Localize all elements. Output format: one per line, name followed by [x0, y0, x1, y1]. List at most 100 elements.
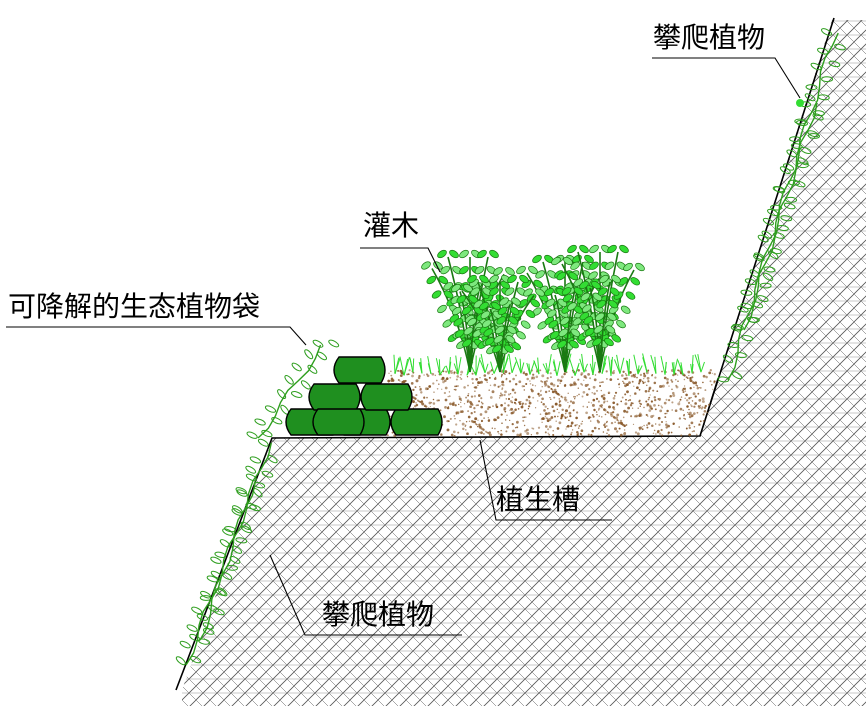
soil-dot [460, 370, 464, 374]
grass-blade [608, 356, 612, 376]
grass-blade [529, 360, 536, 375]
vine-leaf [740, 289, 753, 296]
vine-leaf [828, 60, 841, 68]
soil-dot [466, 376, 469, 378]
soil-dot [709, 369, 712, 372]
shrub-leaf [567, 244, 577, 254]
soil-dot [702, 381, 704, 384]
soil-dot [688, 424, 691, 427]
soil-dot [613, 408, 616, 411]
soil-dot [616, 418, 619, 421]
soil-dot [509, 409, 511, 411]
soil-dot [672, 394, 676, 397]
soil-dot [684, 397, 686, 400]
eco-bag [312, 408, 365, 436]
soil-dot [500, 392, 502, 394]
shrub-leaf [479, 301, 489, 311]
soil-dot [391, 431, 394, 434]
soil-dot [489, 396, 493, 399]
shrub-leaf [604, 337, 614, 347]
soil-dot [493, 418, 497, 422]
soil-dot [634, 373, 637, 375]
soil-dot [514, 408, 517, 411]
soil-dot [682, 409, 684, 412]
soil-dot [638, 426, 642, 430]
soil-dot [541, 386, 543, 388]
soil-dot [479, 376, 481, 379]
soil-dot [586, 406, 589, 408]
soil-dot [513, 401, 516, 404]
soil-dot [606, 432, 608, 435]
soil-dot [612, 411, 615, 414]
soil-dot [491, 373, 493, 375]
soil-dot [644, 381, 646, 383]
vine-leaf [812, 113, 824, 121]
trough-right-edge [699, 377, 719, 437]
soil-dot [399, 380, 401, 382]
shrub-leaf [591, 280, 601, 290]
shrub-leaf [437, 304, 447, 314]
soil-dot [534, 385, 537, 387]
soil-dot [614, 427, 617, 431]
grass-blade [420, 358, 423, 374]
soil-dot [563, 372, 566, 376]
soil-dot [642, 381, 645, 384]
soil-dot [646, 376, 650, 380]
shrub-leaf [467, 274, 477, 284]
soil-dot [459, 410, 463, 414]
soil-dot [514, 426, 517, 429]
soil-dot [480, 431, 483, 435]
soil-dot [552, 429, 554, 432]
soil-dot [535, 375, 539, 379]
shrub-leaf [462, 338, 472, 348]
soil-dot [701, 397, 705, 401]
grass-blade [583, 363, 588, 373]
soil-dot [578, 393, 580, 396]
soil-dot [677, 402, 681, 406]
grass-blade [654, 356, 657, 374]
soil-dot [596, 389, 598, 392]
soil-dot [543, 383, 546, 385]
soil-dot [504, 402, 506, 405]
soil-dot [624, 402, 628, 406]
soil-dot [470, 412, 473, 415]
soil-dot [539, 413, 542, 416]
soil-dot [695, 433, 698, 436]
soil-dot [679, 398, 682, 401]
soil-dot [493, 377, 497, 381]
soil-dot [618, 427, 621, 430]
vine-leaf [249, 456, 262, 464]
soil-dot [569, 400, 573, 403]
soil-dot [559, 400, 561, 403]
soil-dot [582, 405, 585, 408]
soil-dot [584, 376, 588, 379]
soil-dot [497, 430, 500, 433]
soil-dot [670, 379, 673, 382]
shrub-leaf [489, 274, 499, 284]
soil-dot [642, 377, 645, 380]
soil-dot [665, 423, 668, 426]
soil-dot [509, 419, 511, 422]
soil-dot [675, 385, 679, 389]
slope-surface-line [175, 17, 835, 691]
vine-leaf [277, 389, 287, 400]
shrub-leaf [579, 280, 589, 290]
grass-blade [601, 362, 607, 374]
soil-dot [438, 383, 440, 385]
soil-dot [665, 412, 668, 415]
soil-dot [560, 417, 563, 420]
soil-dot [679, 407, 683, 411]
soil-dot [708, 371, 712, 375]
soil-dot [430, 401, 433, 404]
soil-dot [654, 398, 657, 402]
soil-dot [567, 392, 569, 394]
soil-dot [477, 384, 479, 386]
grass-blade [514, 357, 522, 374]
soil-dot [624, 393, 627, 396]
soil-dot [486, 371, 490, 375]
soil-dot [507, 397, 511, 401]
vine-leaf [206, 575, 219, 583]
soil-dot [602, 431, 605, 433]
soil-dot [471, 377, 474, 381]
